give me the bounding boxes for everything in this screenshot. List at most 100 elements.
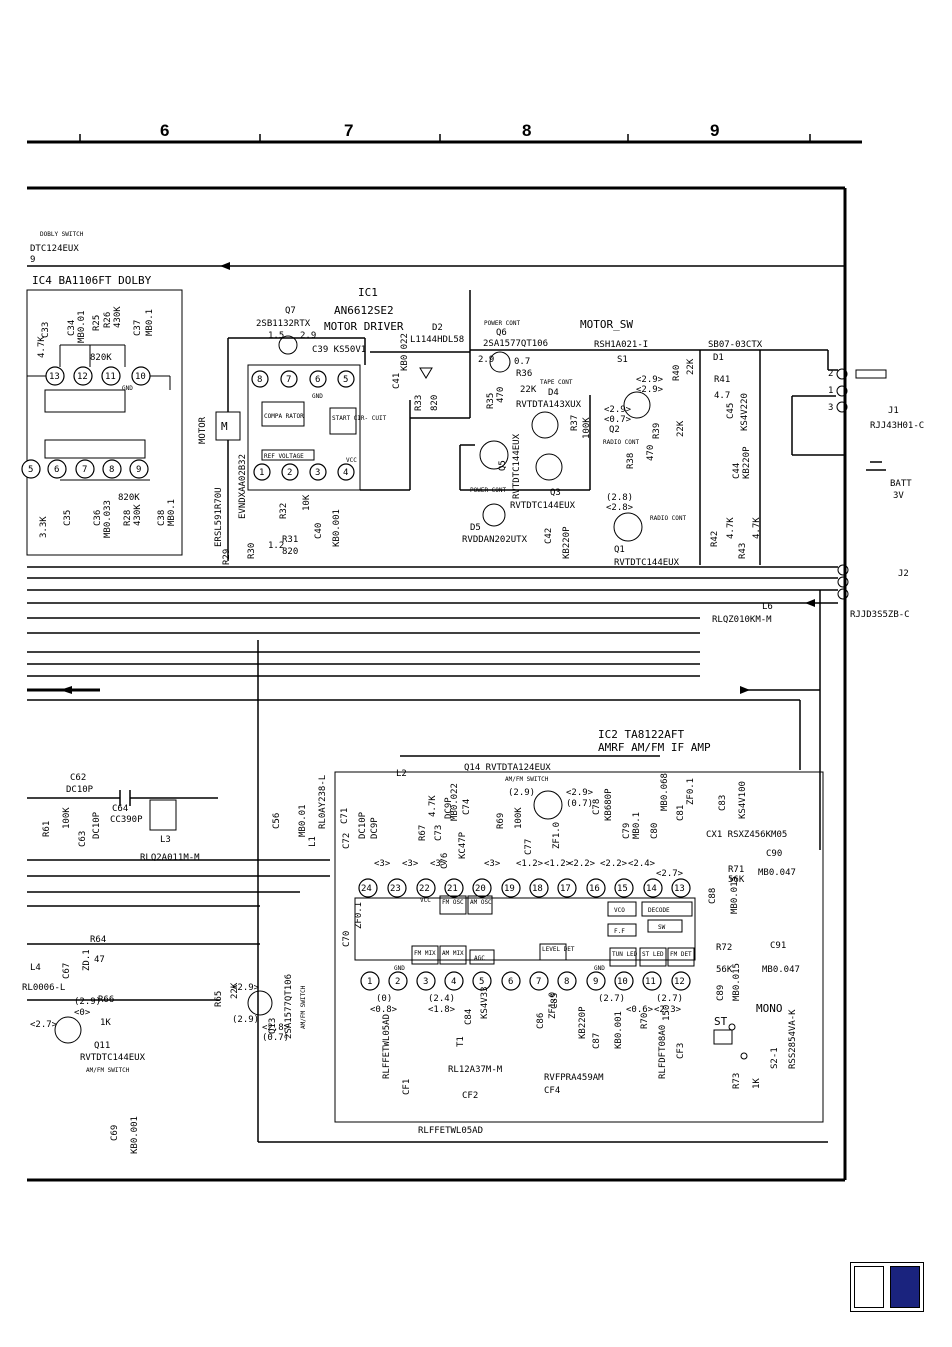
- c34-value: MB0.01: [77, 310, 87, 343]
- j1-pin-2: 2: [828, 369, 833, 379]
- jacks-battery: 2 1 3 J1 RJJ43H01-C BATT 3V J2 RJJD3S5ZB…: [712, 368, 924, 625]
- ic2-pin-12: 12: [674, 977, 685, 987]
- c90-value: MB0.047: [758, 868, 796, 878]
- r35-label: R35: [486, 393, 496, 409]
- ic1-pin-5: 5: [343, 375, 348, 385]
- ic1-pin-4: 4: [343, 468, 348, 478]
- s2-part: RSS2854VA-K: [788, 1009, 798, 1069]
- r35-value: 470: [496, 387, 506, 403]
- l1-label: L1: [308, 836, 318, 847]
- cf2-label: CF2: [462, 1091, 478, 1101]
- ic4-pin-8: 8: [109, 465, 114, 475]
- d4-label: D4: [548, 388, 559, 398]
- ers-part: ERSL591R70U: [214, 487, 224, 547]
- ic1-ref-voltage: REF VOLTAGE: [264, 453, 304, 460]
- q5-label: Q5: [498, 460, 508, 471]
- c40-label: C40: [314, 523, 324, 539]
- c89-value: MB0.015: [732, 963, 742, 1001]
- r32-label: R32: [279, 503, 289, 519]
- l6-part: RLQZ010KM-M: [712, 615, 772, 625]
- c85-value: KB220P: [578, 1006, 588, 1039]
- q2-v1: <2.9>: [604, 405, 632, 415]
- ic2-v-t2: <3>: [402, 859, 419, 869]
- r38-label: R38: [626, 453, 636, 469]
- s2-label: S2-1: [770, 1047, 780, 1069]
- q14-v3: (0.7): [566, 799, 593, 809]
- c88-value: MB0.015: [730, 876, 740, 914]
- ic4-pin-9: 9: [136, 465, 141, 475]
- cf1-label: CF1: [402, 1079, 412, 1095]
- ic2-v-b4: <1.8>: [428, 1005, 456, 1015]
- r30-value: 1.2: [268, 541, 284, 551]
- prev-page-button[interactable]: [854, 1266, 884, 1308]
- ic1-pin-8: 8: [257, 375, 262, 385]
- r66-value: 1K: [100, 1018, 111, 1028]
- c80-label: C80: [650, 823, 660, 839]
- q14-v2: <2.9>: [566, 788, 594, 798]
- r25-value: 820K: [90, 353, 112, 363]
- r42-value: 4.7K: [726, 517, 736, 539]
- ic2-pin-21: 21: [447, 884, 458, 894]
- q1-v1: (2.8): [606, 493, 633, 503]
- r69-label: R69: [496, 813, 506, 829]
- r31-value: 820: [282, 547, 298, 557]
- dolby-switch-label: DOBLY SWITCH: [40, 231, 84, 238]
- dolby-pin-9: 9: [30, 255, 35, 265]
- ic2-v-b2: <0.8>: [370, 1005, 398, 1015]
- c38-label: C38: [157, 510, 167, 526]
- ic2-pin-14: 14: [646, 884, 657, 894]
- r37-label: R37: [570, 415, 580, 431]
- c79-label: C79: [622, 823, 632, 839]
- radio-cont-1: RADIO CONT: [603, 439, 640, 446]
- c69-value: KB0.001: [130, 1116, 140, 1154]
- r26-value: 430K: [113, 306, 123, 328]
- zone-8: 8: [522, 121, 531, 140]
- ic4-title: IC4 BA1106FT DOLBY: [32, 274, 152, 287]
- q11-v1: (2.9): [74, 997, 101, 1007]
- c72-value: DC9P: [370, 817, 380, 839]
- motor-label: MOTOR: [198, 416, 208, 444]
- ic2-pin-6: 6: [508, 977, 513, 987]
- c35-label: C35: [63, 510, 73, 526]
- cx1-label: CX1 RSXZ456KM05: [706, 830, 787, 840]
- rlfd-part: RLFDFT08A0: [658, 1025, 668, 1079]
- ic1-pin-6: 6: [315, 375, 320, 385]
- q13-part: 2SA1577QT106: [284, 974, 294, 1039]
- q7-v1: 1.5: [268, 331, 284, 341]
- c87-label: C87: [592, 1033, 602, 1049]
- q3-part: RVTDTC144EUX: [510, 501, 576, 511]
- zone-ruler: 6 7 8 9: [27, 121, 862, 144]
- r42-label: R42: [710, 531, 720, 547]
- l2-label: L2: [396, 769, 407, 779]
- c71-value: DC10P: [358, 811, 368, 839]
- c40-value: KB0.001: [332, 509, 342, 547]
- r65-label: R65: [214, 991, 224, 1007]
- r72-value: 56K: [716, 965, 733, 975]
- c62-label: C62: [70, 773, 86, 783]
- r38-value: 470: [646, 445, 656, 461]
- page-navigation: [850, 1262, 924, 1312]
- c42-value: KB220P: [562, 526, 572, 559]
- ic1-pin-3: 3: [315, 468, 320, 478]
- next-page-button[interactable]: [890, 1266, 920, 1308]
- c37-value: MB0.1: [145, 309, 155, 336]
- q6-part: 2SA1577QT106: [483, 339, 548, 349]
- tape-cont: TAPE CONT: [540, 379, 573, 386]
- ic2-pin-8: 8: [564, 977, 569, 987]
- c74-value: MB0.022: [450, 783, 460, 821]
- r32-value: 10K: [302, 494, 312, 511]
- zone-6: 6: [160, 121, 169, 140]
- motor-part: EVNDXAA02B32: [238, 454, 248, 519]
- ic2-v-b6: <0.6>: [626, 1005, 654, 1015]
- l3-label: L3: [160, 835, 171, 845]
- r39-value: 22K: [676, 420, 686, 437]
- d5-label: D5: [470, 523, 481, 533]
- c79-value: MB0.1: [632, 812, 642, 839]
- q2-label: Q2: [609, 425, 620, 435]
- ic2-am-fm: IC2 TA8122AFT AMRF AM/FM IF AMP Q14 RVTD…: [334, 728, 824, 1123]
- r33-label: R33: [414, 395, 424, 411]
- r36-label: R36: [516, 369, 532, 379]
- ic2-gnd-2: GND: [594, 965, 605, 972]
- r40-value: 22K: [686, 358, 696, 375]
- ic2-pin-19: 19: [504, 884, 515, 894]
